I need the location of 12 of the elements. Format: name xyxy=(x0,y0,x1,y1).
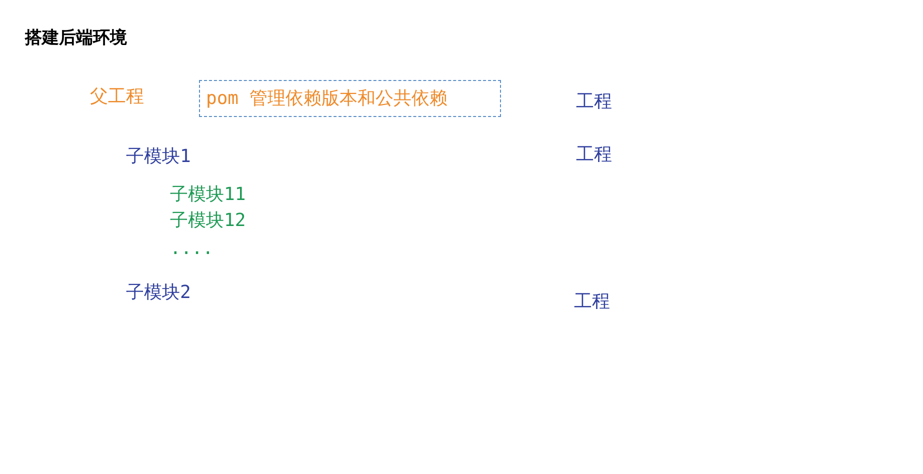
label-text: 子模块2 xyxy=(126,281,191,305)
label-text: 子模块12 xyxy=(170,209,246,233)
label-text: 子模块1 xyxy=(126,145,191,169)
label-text: .... xyxy=(170,237,214,261)
box-text: pom 管理依赖版本和公共依赖 xyxy=(206,87,448,111)
label-text: 子模块11 xyxy=(170,183,246,207)
label-text: 工程 xyxy=(576,90,612,114)
label-text: 工程 xyxy=(574,290,610,314)
label-text: 父工程 xyxy=(90,85,144,109)
text-box xyxy=(199,80,501,117)
page-title: 搭建后端环境 xyxy=(25,27,127,50)
label-text: 工程 xyxy=(576,143,612,167)
